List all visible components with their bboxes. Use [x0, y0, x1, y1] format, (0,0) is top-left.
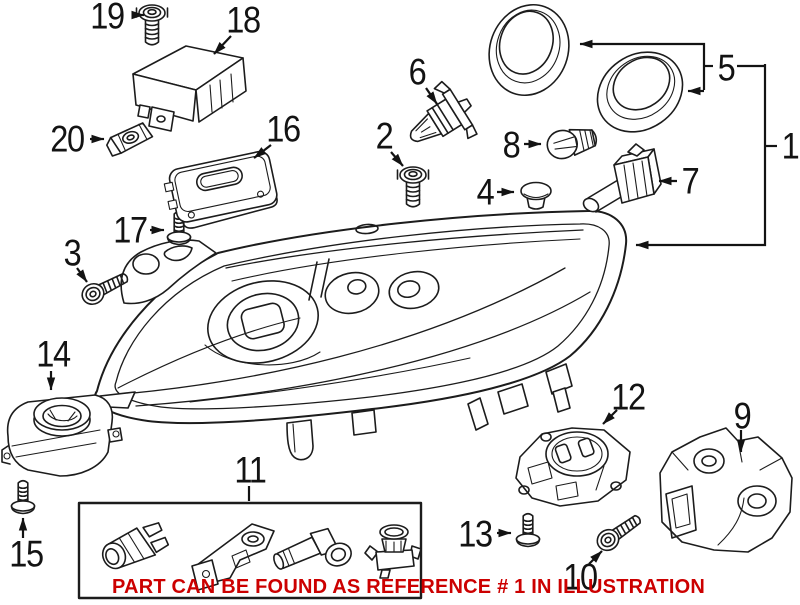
callout-1: 1 [781, 125, 800, 167]
callout-20: 20 [50, 118, 85, 160]
callout-leader-lines [18, 10, 777, 565]
screw-19-drawing [135, 4, 169, 46]
screw-15-drawing [10, 479, 36, 515]
retaining-clip-drawing [106, 122, 154, 157]
bulb-socket-drawing [582, 143, 662, 213]
screw-2-drawing [396, 166, 430, 208]
headlight-assembly-drawing [87, 209, 628, 461]
callout-16: 16 [266, 108, 301, 150]
callout-14: 14 [36, 333, 71, 375]
callout-3: 3 [63, 232, 82, 274]
callout-2: 2 [375, 115, 394, 157]
callout-13: 13 [458, 513, 493, 555]
bolt-10-drawing [592, 509, 646, 556]
callout-7: 7 [681, 160, 700, 202]
callout-10: 10 [563, 556, 598, 598]
signal-bulb-drawing [546, 128, 598, 160]
screw-13-drawing [515, 512, 541, 548]
callout-17: 17 [113, 209, 148, 251]
control-module-16-drawing [163, 150, 278, 229]
halogen-bulb-drawing [409, 80, 478, 143]
callout-4: 4 [476, 171, 495, 213]
callout-12: 12 [611, 376, 646, 418]
callout-18: 18 [226, 0, 261, 41]
ballast-unit-drawing [1, 394, 123, 477]
callout-11: 11 [234, 449, 267, 491]
callout-19: 19 [90, 0, 125, 37]
reference-note: PART CAN BE FOUND AS REFERENCE # 1 IN IL… [112, 576, 705, 598]
control-module-12-drawing [515, 427, 631, 507]
mounting-bracket-drawing [659, 427, 793, 553]
cap-drawing [520, 181, 552, 210]
callout-9: 9 [733, 395, 752, 437]
callout-15: 15 [9, 533, 44, 575]
seal-ring-small-drawing [596, 51, 684, 133]
relay-module-drawing [132, 45, 247, 132]
callout-6: 6 [408, 51, 427, 93]
callout-8: 8 [502, 124, 521, 166]
callout-5: 5 [717, 47, 736, 89]
seal-ring-large-drawing [488, 3, 570, 97]
bulb-holder-kit-box [77, 501, 423, 600]
